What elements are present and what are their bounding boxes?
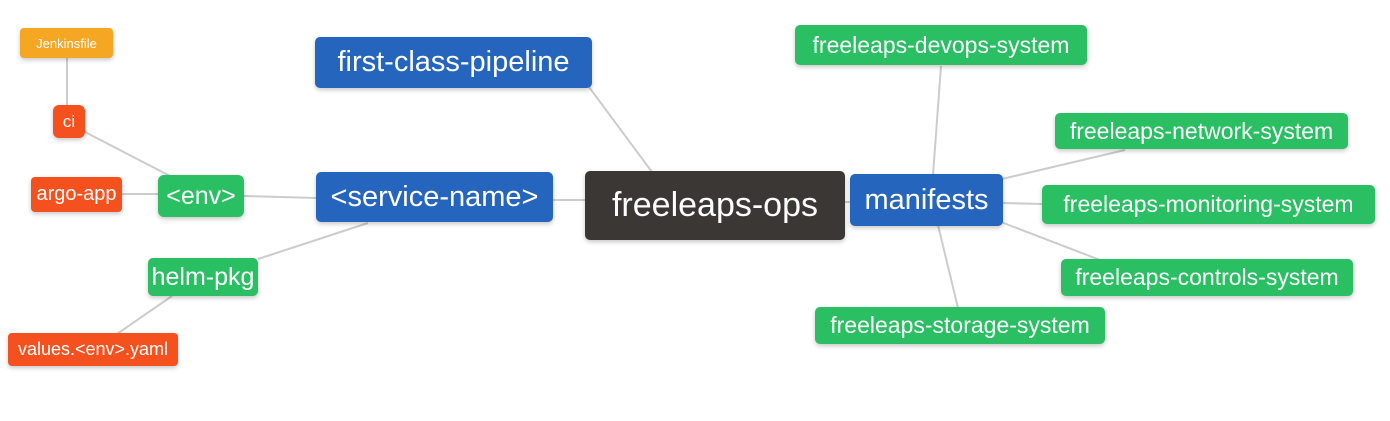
edge-first-class-pipeline-freeleaps-ops	[588, 86, 653, 173]
node-env[interactable]: <env>	[158, 175, 244, 217]
edge-ci-env	[84, 131, 173, 178]
node-freeleaps-ops-root[interactable]: freeleaps-ops	[585, 171, 845, 240]
node-first-class-pipeline[interactable]: first-class-pipeline	[315, 37, 592, 88]
edge-env-service-name	[243, 195, 317, 199]
edge-helm-pkg-service-name	[257, 222, 369, 260]
node-values-env-yaml[interactable]: values.<env>.yaml	[8, 333, 178, 366]
node-freeleaps-storage-system[interactable]: freeleaps-storage-system	[815, 307, 1105, 344]
node-freeleaps-controls-system[interactable]: freeleaps-controls-system	[1061, 259, 1353, 296]
edge-manifests-network-system	[1001, 149, 1126, 180]
node-service-name[interactable]: <service-name>	[316, 172, 553, 222]
node-manifests[interactable]: manifests	[850, 174, 1003, 226]
edge-manifests-storage-system	[937, 224, 959, 309]
node-jenkinsfile[interactable]: Jenkinsfile	[20, 28, 113, 58]
node-freeleaps-network-system[interactable]: freeleaps-network-system	[1055, 113, 1348, 149]
node-freeleaps-devops-system[interactable]: freeleaps-devops-system	[795, 25, 1087, 65]
edge-manifests-monitoring-system	[1001, 202, 1043, 205]
edge-values-env-yaml-helm-pkg	[116, 295, 173, 335]
node-ci[interactable]: ci	[53, 105, 85, 138]
node-argo-app[interactable]: argo-app	[31, 177, 122, 212]
node-helm-pkg[interactable]: helm-pkg	[148, 258, 258, 296]
edge-manifests-devops-system	[932, 65, 942, 176]
node-freeleaps-monitoring-system[interactable]: freeleaps-monitoring-system	[1042, 185, 1375, 224]
edge-manifests-controls-system	[1000, 221, 1101, 261]
